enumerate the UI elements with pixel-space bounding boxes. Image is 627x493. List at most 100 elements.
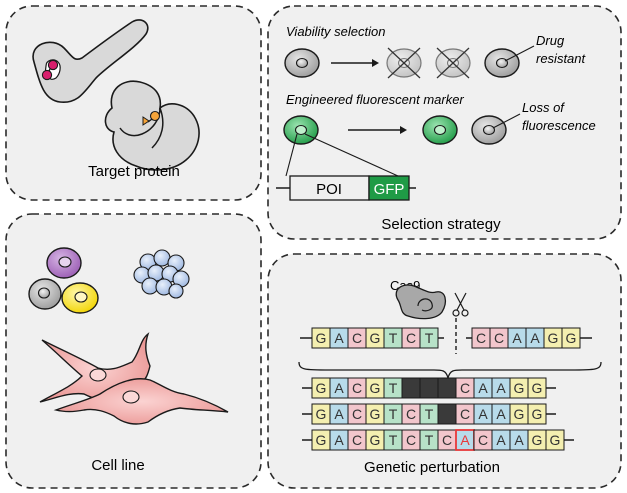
nucleotide-box — [545, 429, 565, 451]
construct-poi-box — [289, 175, 370, 201]
nucleotide-letter: A — [496, 432, 506, 448]
nucleotide-box — [561, 327, 581, 349]
nucleotide-letter: G — [550, 432, 561, 448]
nucleotide-letter: C — [476, 330, 486, 346]
nucleotide-letter: A — [530, 330, 540, 346]
nucleotide-letter: G — [566, 330, 577, 346]
nucleotide-letter: C — [352, 380, 362, 396]
deletion-gap — [437, 377, 457, 399]
loss-of-fluorescence-label-2: fluorescence — [522, 118, 596, 133]
nucleotide-letter: G — [514, 406, 525, 422]
nucleotide-letter: A — [496, 406, 506, 422]
cas9-protein-icon — [395, 284, 447, 320]
ligand-magenta-icon — [47, 59, 59, 71]
nucleotide-letter: C — [494, 330, 504, 346]
nucleotide-letter: C — [352, 406, 362, 422]
ligand-orange-icon — [149, 110, 161, 122]
panel-caption-genetic: Genetic perturbation — [364, 459, 500, 476]
ligand-magenta-icon — [41, 69, 53, 81]
cell-purple-icon — [46, 247, 82, 279]
protein-globular-icon — [104, 80, 200, 171]
nucleotide-letter: T — [425, 406, 434, 422]
nucleotide-letter: G — [316, 406, 327, 422]
nucleotide-letter: C — [460, 380, 470, 396]
fluorescent-marker-label: Engineered fluorescent marker — [286, 92, 464, 107]
cell-gray-icon — [28, 278, 62, 310]
nucleotide-box — [527, 377, 547, 399]
scissors-icon — [452, 292, 469, 317]
nucleotide-letter: T — [389, 380, 398, 396]
nucleotide-letter: G — [532, 406, 543, 422]
nucleotide-letter: G — [370, 380, 381, 396]
nucleotide-letter: A — [334, 406, 344, 422]
nucleotide-letter: G — [316, 380, 327, 396]
cell-resistant-icon — [484, 48, 520, 78]
nucleotide-letter: A — [512, 330, 522, 346]
cell-dead-icon — [435, 47, 471, 79]
panel-target-protein: Target protein — [5, 5, 262, 201]
nucleotide-letter: T — [389, 432, 398, 448]
nucleotide-letter: G — [548, 330, 559, 346]
drug-resistant-label-1: Drug — [536, 33, 565, 48]
nucleotide-letter: G — [316, 432, 327, 448]
nucleotide-letter: G — [316, 330, 327, 346]
nucleotide-letter: T — [425, 432, 434, 448]
nucleotide-letter: A — [478, 380, 488, 396]
loss-of-fluorescence-label-1: Loss of — [522, 100, 565, 115]
panel-cell-line: Cell line — [5, 213, 262, 489]
cell-gray-icon — [471, 115, 507, 145]
nucleotide-letter: C — [352, 330, 362, 346]
panel-caption-target: Target protein — [88, 163, 180, 180]
panel-caption-selection: Selection strategy — [381, 216, 501, 233]
nucleotide-letter: G — [370, 330, 381, 346]
nucleotide-letter: G — [370, 406, 381, 422]
nucleotide-letter: C — [406, 406, 416, 422]
drug-resistant-label-2: resistant — [536, 51, 587, 66]
nucleotide-letter: C — [406, 432, 416, 448]
nucleotide-letter: T — [389, 330, 398, 346]
nucleotide-letter: T — [425, 330, 434, 346]
nucleotide-letter: A — [334, 330, 344, 346]
nucleotide-letter: C — [352, 432, 362, 448]
nucleotide-letter: A — [334, 432, 344, 448]
cell-dead-icon — [386, 47, 422, 79]
nucleotide-letter: C — [406, 330, 416, 346]
cell-cluster-icon — [133, 249, 190, 299]
nucleotide-letter: G — [532, 432, 543, 448]
construct-poi-label: POI — [316, 181, 342, 198]
cell-green-icon — [422, 115, 458, 145]
nucleotide-letter: A — [514, 432, 524, 448]
nucleotide-letter: C — [460, 406, 470, 422]
deletion-gap — [437, 403, 457, 425]
nucleotide-letter: A — [496, 380, 506, 396]
nucleotide-letter: G — [514, 380, 525, 396]
cell-gray-icon — [284, 48, 320, 78]
nucleotide-letter: C — [478, 432, 488, 448]
nucleotide-letter: G — [370, 432, 381, 448]
nucleotide-box — [527, 403, 547, 425]
deletion-gap — [419, 377, 439, 399]
panel-caption-cellline: Cell line — [91, 457, 144, 474]
nucleotide-letter: C — [442, 432, 452, 448]
nucleotide-letter: T — [389, 406, 398, 422]
panel-selection-strategy: Viability selection Drug resistant En — [267, 5, 622, 240]
nucleotide-box — [419, 327, 439, 349]
viability-selection-label: Viability selection — [286, 24, 385, 39]
protein-elongated-icon — [32, 19, 149, 103]
cell-green-icon — [283, 115, 319, 145]
nucleotide-letter: A — [334, 380, 344, 396]
construct-gfp-box — [368, 175, 410, 201]
deletion-gap — [401, 377, 421, 399]
cell-yellow-icon — [61, 282, 99, 314]
fibroblast-cells-icon — [39, 332, 229, 425]
nucleotide-letter: G — [532, 380, 543, 396]
nucleotide-letter: A — [478, 406, 488, 422]
nucleotide-letter: A — [460, 432, 470, 448]
construct-gfp-label: GFP — [374, 181, 405, 198]
